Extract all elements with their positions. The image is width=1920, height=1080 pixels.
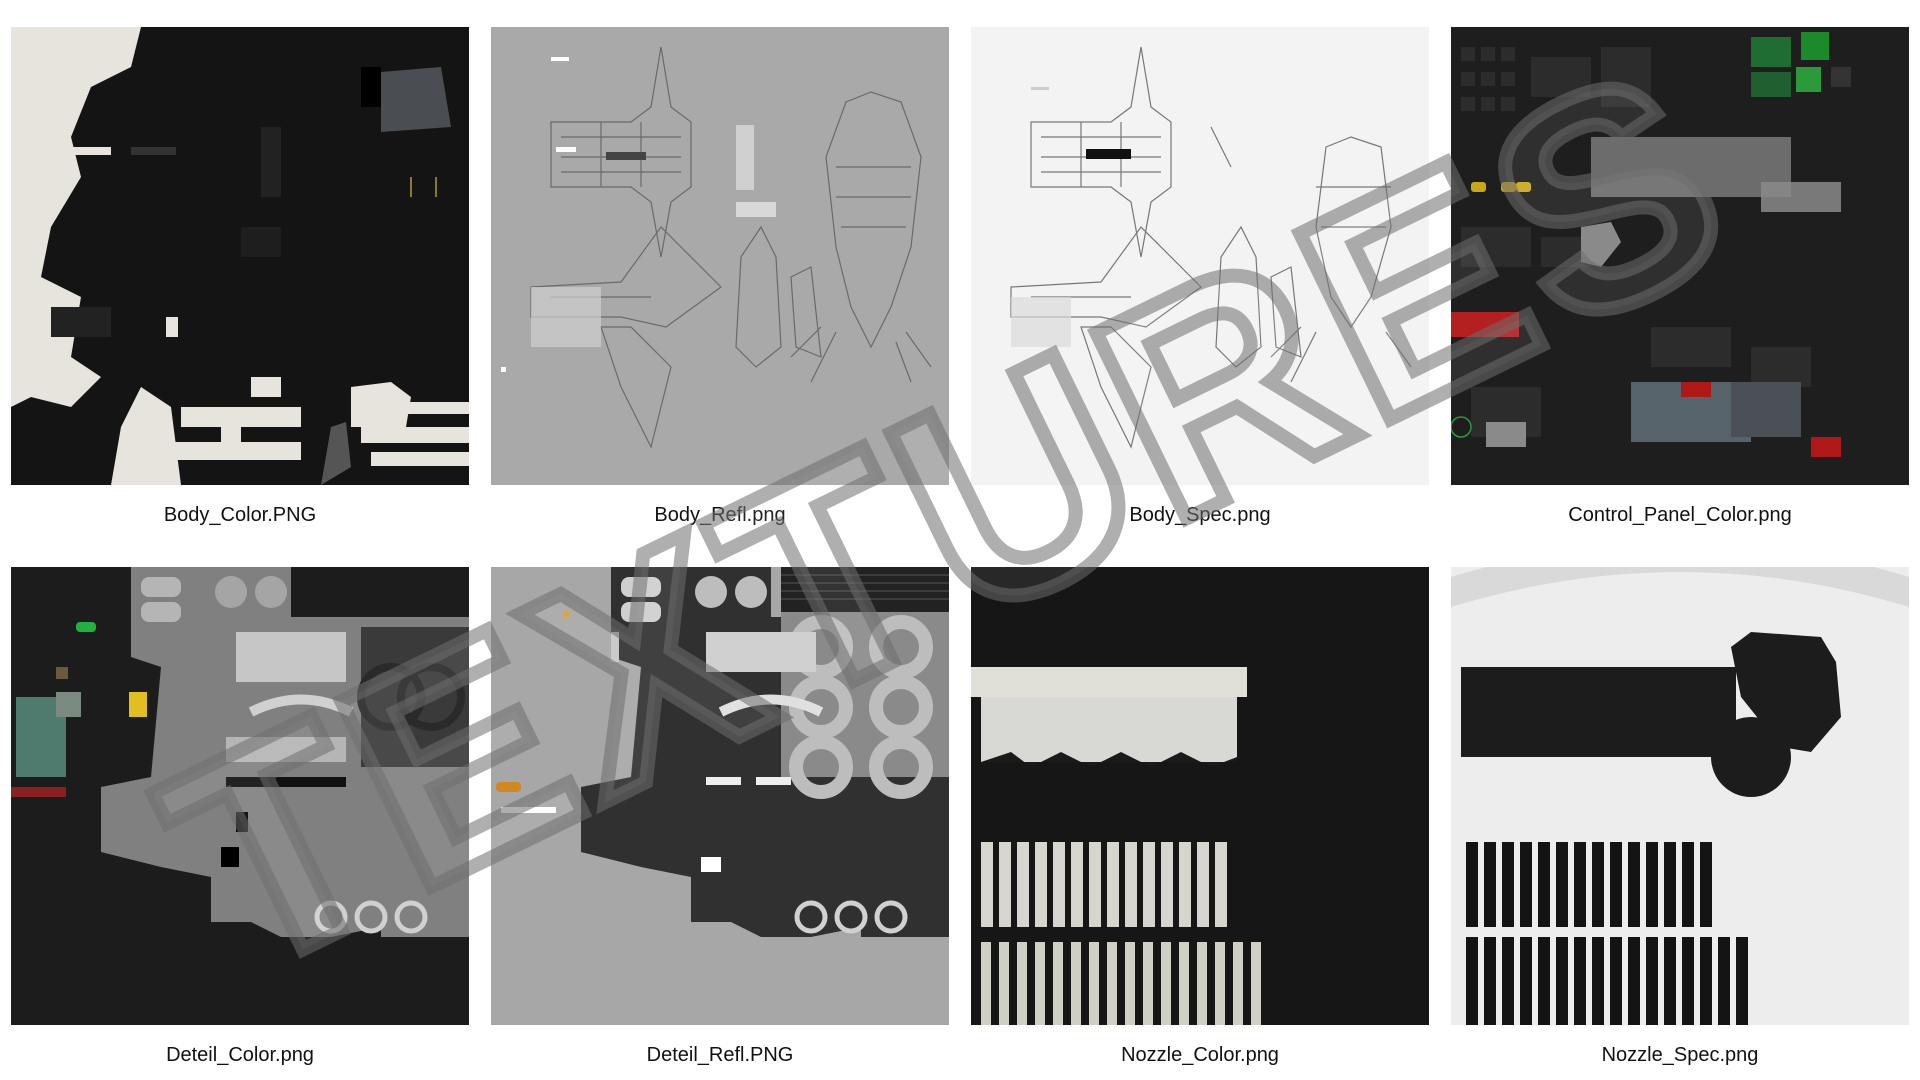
- texture-filename: Deteil_Color.png: [166, 1044, 314, 1066]
- texture-filename: Body_Refl.png: [654, 504, 786, 526]
- texture-thumbnail-body-color[interactable]: [11, 27, 469, 485]
- texture-filename: Body_Spec.png: [1129, 504, 1271, 526]
- texture-thumbnail-control-panel-color[interactable]: [1451, 27, 1909, 485]
- texture-thumbnail-nozzle-color[interactable]: [971, 567, 1429, 1025]
- texture-thumbnail-body-refl[interactable]: [491, 27, 949, 485]
- texture-filename: Nozzle_Spec.png: [1601, 1044, 1759, 1066]
- texture-filename: Body_Color.PNG: [163, 504, 317, 526]
- texture-thumbnail-nozzle-spec[interactable]: [1451, 567, 1909, 1025]
- texture-thumbnail-deteil-color[interactable]: [11, 567, 469, 1025]
- texture-thumbnail-deteil-refl[interactable]: [491, 567, 949, 1025]
- texture-filename: Control_Panel_Color.png: [1568, 504, 1792, 526]
- texture-filename: Nozzle_Color.png: [1121, 1044, 1279, 1066]
- texture-thumbnail-body-spec[interactable]: [971, 27, 1429, 485]
- texture-filename: Deteil_Refl.PNG: [646, 1044, 794, 1066]
